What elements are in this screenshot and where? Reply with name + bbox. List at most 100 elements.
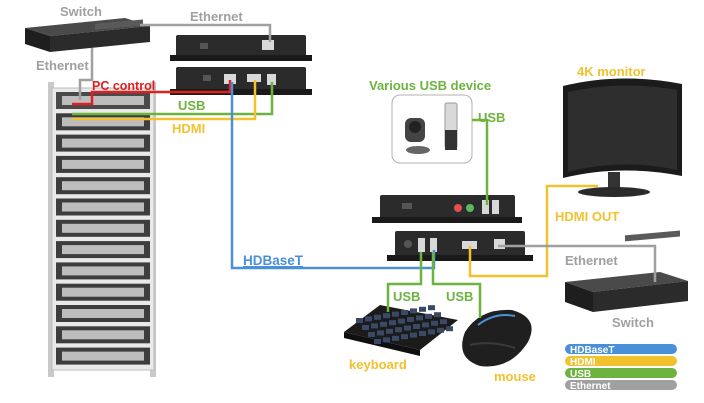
legend-swatch-hdbaset — [565, 344, 677, 354]
server-rack — [48, 82, 156, 377]
keyboard-key — [422, 322, 429, 328]
keyboard-key — [431, 320, 438, 326]
mouse-device — [462, 309, 532, 367]
keyboard-key — [395, 327, 402, 333]
keyboard-key — [407, 317, 414, 322]
usb-line-mouse — [431, 252, 482, 318]
legend-swatch-hdmi — [565, 356, 677, 366]
label-keyboard: keyboard — [349, 357, 407, 372]
keyboard-key — [377, 330, 384, 336]
label-usb-left: USB — [178, 98, 205, 113]
pc-control-line — [72, 80, 232, 106]
rack-drive-bays — [62, 117, 144, 127]
keyboard-key — [374, 314, 381, 320]
rack-drive-bays — [62, 96, 144, 105]
rack-drive-bays — [62, 138, 144, 148]
keyboard-key — [374, 339, 381, 344]
legend: HDBaseT HDMI USB Ethernet — [565, 344, 677, 392]
rack-drive-bays — [62, 287, 144, 297]
label-hdmi-out: HDMI OUT — [555, 209, 619, 224]
legend-item-ethernet: Ethernet — [565, 380, 677, 392]
legend-label-hdbaset: HDBaseT — [570, 345, 614, 356]
extender-right-1 — [372, 195, 522, 223]
switch-bottom-device — [565, 230, 688, 312]
legend-item-hdmi: HDMI — [565, 356, 677, 368]
legend-swatch-usb — [565, 368, 677, 378]
rack-drive-bays — [62, 266, 144, 276]
keyboard-key — [401, 334, 408, 340]
keyboard-key — [386, 328, 393, 334]
keyboard-key — [428, 305, 435, 311]
ethernet-line-left — [78, 48, 94, 100]
keyboard-key — [392, 311, 399, 317]
keyboard-key — [434, 312, 441, 318]
legend-label-ethernet: Ethernet — [570, 381, 611, 392]
label-switch-top: Switch — [60, 4, 102, 19]
keyboard-key — [416, 315, 423, 321]
legend-label-hdmi: HDMI — [570, 357, 596, 368]
keyboard-key — [383, 313, 390, 319]
keyboard-key — [419, 331, 426, 336]
label-pc-control: PC control — [92, 79, 155, 93]
label-mouse: mouse — [494, 369, 536, 384]
keyboard-device — [344, 305, 458, 356]
legend-label-usb: USB — [570, 369, 591, 380]
keyboard-key — [365, 316, 372, 322]
keyboard-key — [383, 337, 390, 343]
keyboard-key — [440, 319, 447, 325]
keyboard-key — [419, 306, 426, 312]
keyboard-key — [398, 318, 405, 324]
label-hdmi-left: HDMI — [172, 121, 205, 136]
switch-top-device — [25, 18, 150, 52]
keyboard-key — [389, 320, 396, 326]
legend-item-hdbaset: HDBaseT — [565, 344, 677, 356]
label-usb-right: USB — [478, 110, 505, 125]
keyboard-key — [371, 323, 378, 329]
keyboard-key — [425, 313, 432, 319]
label-hdbaset: HDBaseT — [243, 253, 304, 268]
rack-drive-bays — [62, 181, 144, 191]
keyboard-key — [356, 318, 363, 323]
hdmi-out-line — [468, 184, 598, 278]
rack-drive-bays — [62, 351, 144, 361]
keyboard-key — [380, 321, 387, 327]
legend-item-usb: USB — [565, 368, 677, 380]
usb-devices-image — [391, 94, 473, 164]
rack-drive-bays — [62, 309, 144, 318]
keyboard-key — [404, 325, 411, 331]
ethernet-line-top — [140, 23, 272, 42]
usb-line-keyboard — [386, 252, 423, 312]
usb-line-right — [472, 118, 489, 205]
extender-top-1 — [170, 35, 312, 61]
rack-drive-bays — [62, 223, 144, 233]
extender-right-2 — [387, 231, 533, 261]
label-usb-devices: Various USB device — [369, 78, 491, 93]
usb-line-left — [72, 82, 274, 116]
keyboard-key — [401, 310, 408, 315]
keyboard-key — [437, 327, 444, 333]
label-usb-keyboard: USB — [393, 289, 420, 304]
label-ethernet-right: Ethernet — [565, 253, 618, 268]
keyboard-key — [413, 324, 420, 329]
extender-top-2 — [170, 67, 312, 95]
hdmi-line-left — [72, 80, 257, 121]
rack-drive-bays — [62, 245, 144, 255]
keyboard-key — [428, 329, 435, 335]
rack-drive-bays — [62, 202, 144, 212]
label-ethernet-left: Ethernet — [36, 58, 89, 73]
keyboard-key — [362, 325, 369, 330]
keyboard-key — [410, 308, 417, 314]
keyboard-key — [368, 332, 375, 337]
label-usb-mouse: USB — [446, 289, 473, 304]
ethernet-line-right — [498, 244, 657, 282]
keyboard-key — [392, 335, 399, 341]
legend-swatch-ethernet — [565, 380, 677, 390]
label-ethernet-top: Ethernet — [190, 9, 243, 24]
label-monitor: 4K monitor — [577, 64, 646, 79]
label-switch-bottom: Switch — [612, 315, 654, 330]
monitor-device — [563, 78, 682, 197]
keyboard-key — [410, 332, 417, 338]
rack-drive-bays — [62, 159, 144, 169]
